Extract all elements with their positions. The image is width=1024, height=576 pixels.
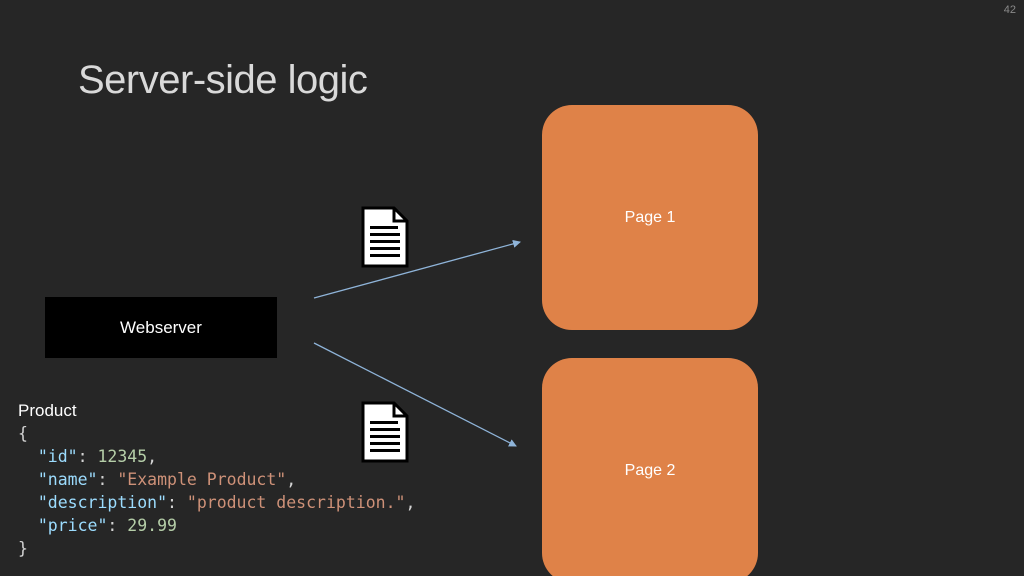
slide-title: Server-side logic [78, 58, 368, 102]
json-open-brace: { [18, 424, 28, 443]
document-icon [361, 401, 409, 463]
json-line-name: "name": "Example Product", [37, 470, 297, 489]
json-code: { "id": 12345, "name": "Example Product"… [18, 422, 415, 560]
json-value: 29.99 [127, 516, 177, 535]
page-2-label: Page 2 [624, 461, 676, 479]
json-value: "Example Product" [117, 470, 287, 489]
json-key: "name" [37, 470, 98, 489]
page-2-box: Page 2 [542, 358, 758, 576]
json-key: "price" [37, 516, 108, 535]
json-close-brace: } [18, 539, 28, 558]
json-value: "product description." [186, 493, 406, 512]
json-line-price: "price": 29.99 [37, 516, 177, 535]
json-line-id: "id": 12345, [37, 447, 158, 466]
json-key: "description" [37, 493, 168, 512]
json-key: "id" [37, 447, 78, 466]
slide-number: 42 [1003, 4, 1016, 16]
page-1-box: Page 1 [542, 105, 758, 330]
json-value: 12345 [97, 447, 148, 466]
webserver-label: Webserver [120, 317, 202, 337]
json-line-description: "description": "product description.", [37, 493, 416, 512]
product-label: Product [18, 401, 77, 420]
document-icon [361, 206, 409, 268]
page-1-label: Page 1 [624, 208, 676, 226]
arrow-to-page-1 [313, 239, 521, 299]
webserver-box: Webserver [45, 297, 277, 358]
product-json-block: Product { "id": 12345, "name": "Example … [18, 399, 415, 560]
